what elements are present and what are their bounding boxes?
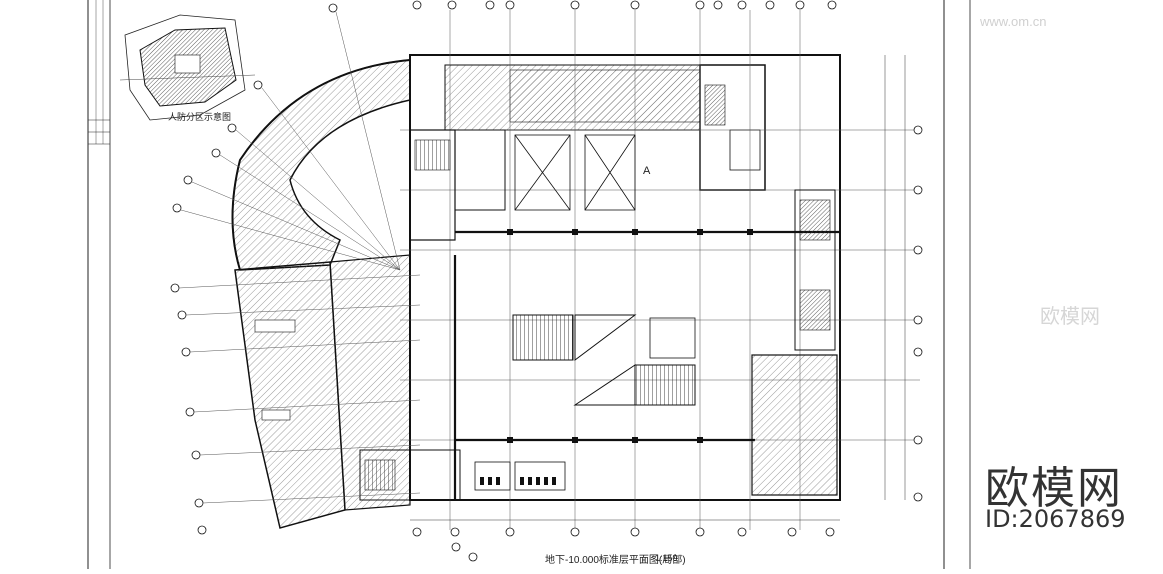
drawing-scale: 1:150 [655,553,678,563]
sheet-border [87,0,971,569]
watermark-url: www.om.cn [980,14,1047,29]
watermark-brand-small: 欧模网 [1040,304,1100,328]
key-plan-label: 人防分区示意图 [168,112,232,122]
main-plan [359,10,920,530]
grid-axis-left [170,3,478,562]
room-label-a: A [643,165,651,177]
drawing-title: 地下-10.000标准层平面图(局部) [545,555,686,566]
grid-axis-bottom [412,527,835,537]
watermark-brand: 欧模网 [985,463,1123,514]
key-plan-inset [119,14,256,121]
grid-axis-right [913,125,923,502]
grid-axis-top [412,0,837,10]
watermark-id: ID:2067869 [985,505,1126,533]
